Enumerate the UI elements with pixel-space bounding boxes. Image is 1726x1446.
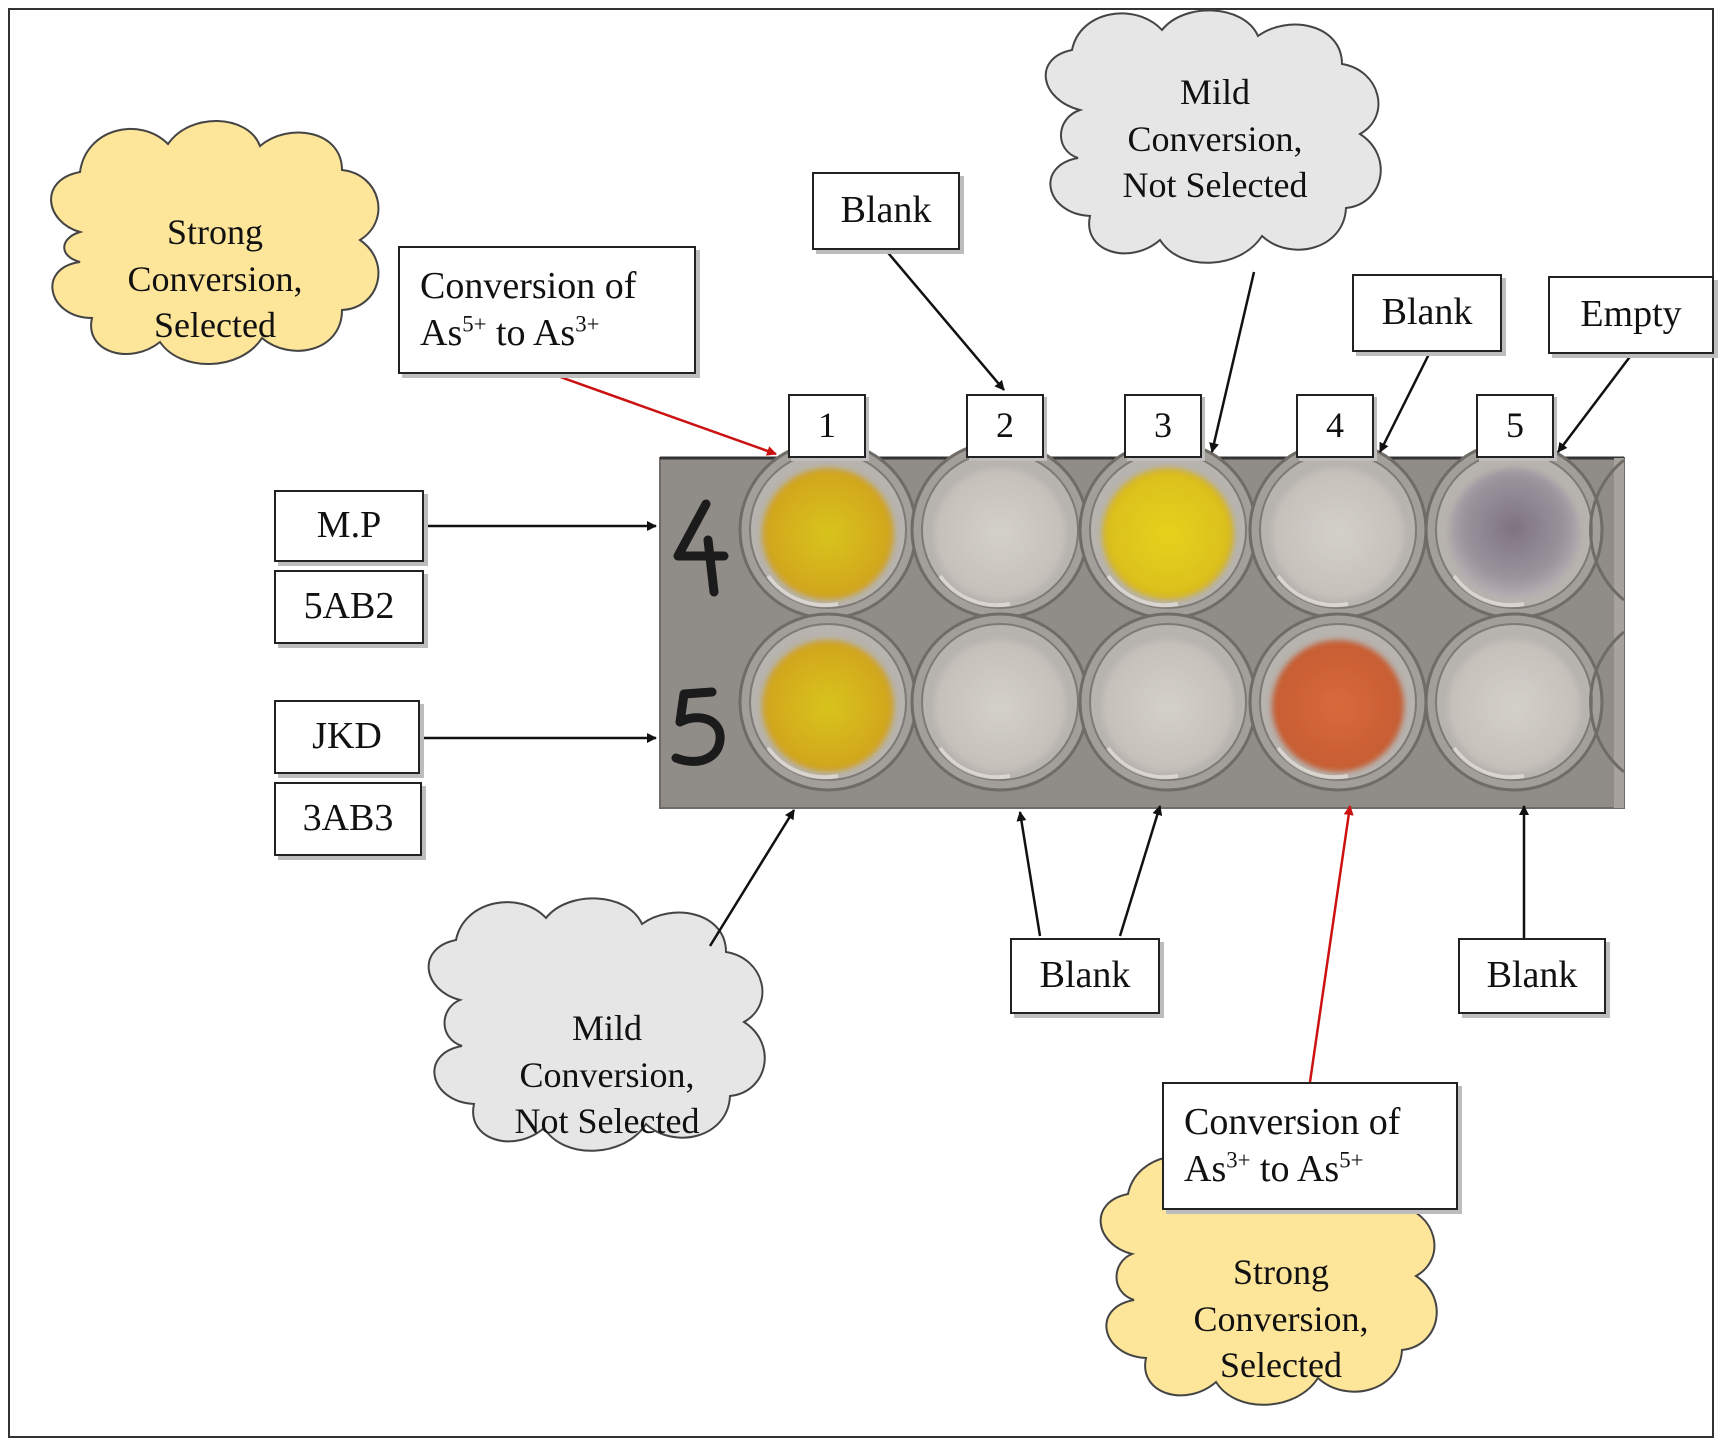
cloud-top-left-shape: [50, 120, 380, 365]
cloud-bottom-left-shape: [427, 897, 766, 1152]
well-r1-c1: [738, 440, 918, 620]
strain-label-row5: 3AB3: [274, 782, 422, 856]
blank-label-top-col4: Blank: [1352, 274, 1502, 352]
arrow-blank-top-col4: [1378, 351, 1432, 453]
arrow-blank-bottom-col3: [1118, 805, 1163, 937]
well-r1-c4: [1248, 440, 1428, 620]
cloud-top-center-text: Mild Conversion, Not Selected: [1122, 71, 1308, 206]
sample-label-row4: M.P: [274, 490, 424, 562]
well-r1-c5: [1424, 440, 1604, 620]
column-label-4: 4: [1296, 394, 1374, 458]
strain-label-row4: 5AB2: [274, 570, 424, 644]
column-label-3: 3: [1124, 394, 1202, 458]
cloud-bottom-left-text: Mild Conversion, Not Selected: [514, 1007, 700, 1142]
partial-well-r1: [1589, 458, 1625, 602]
arrow-conversion-bottom: [1308, 805, 1354, 1083]
well-r2-c3: [1078, 612, 1258, 792]
blank-label-top-col2: Blank: [812, 172, 960, 250]
well-r2-c4: [1248, 612, 1428, 792]
well-r1-c3: [1078, 440, 1258, 620]
cloud-top-left-text: Strong Conversion, Selected: [127, 211, 303, 346]
figure-frame: [8, 8, 1714, 1438]
column-label-5: 5: [1476, 394, 1554, 458]
arrow-empty-top-col5: [1557, 353, 1633, 453]
arrow-mild-top-col3: [1209, 271, 1256, 453]
well-r2-c5: [1424, 612, 1604, 792]
row-marker-4: [673, 499, 729, 597]
cloud-top-center-shape: [1044, 9, 1382, 264]
arrow-blank-top-col2: [883, 247, 1005, 391]
well-r2-c1: [738, 612, 918, 792]
column-label-1: 1: [788, 394, 866, 458]
well-r2-c2: [910, 612, 1090, 792]
arrow-blank-bottom-col2: [1016, 811, 1042, 937]
sample-label-row5: JKD: [274, 700, 420, 774]
partial-well-r2: [1589, 630, 1625, 774]
conversion-label-bottom: Conversion of As3+ to As5+: [1162, 1082, 1458, 1210]
column-label-2: 2: [966, 394, 1044, 458]
empty-label-top-col5: Empty: [1548, 276, 1714, 354]
row-marker-5: [671, 687, 725, 766]
cloud-bottom-right-text: Strong Conversion, Selected: [1193, 1251, 1369, 1386]
arrow-conversion-top: [551, 372, 777, 456]
arrow-mild-bottom-col1: [708, 809, 796, 947]
well-r1-c2: [910, 440, 1090, 620]
blank-label-bottom-col5: Blank: [1458, 938, 1606, 1014]
conversion-label-top: Conversion of As5+ to As3+: [398, 246, 696, 374]
blank-label-bottom-col2-3: Blank: [1010, 938, 1160, 1014]
